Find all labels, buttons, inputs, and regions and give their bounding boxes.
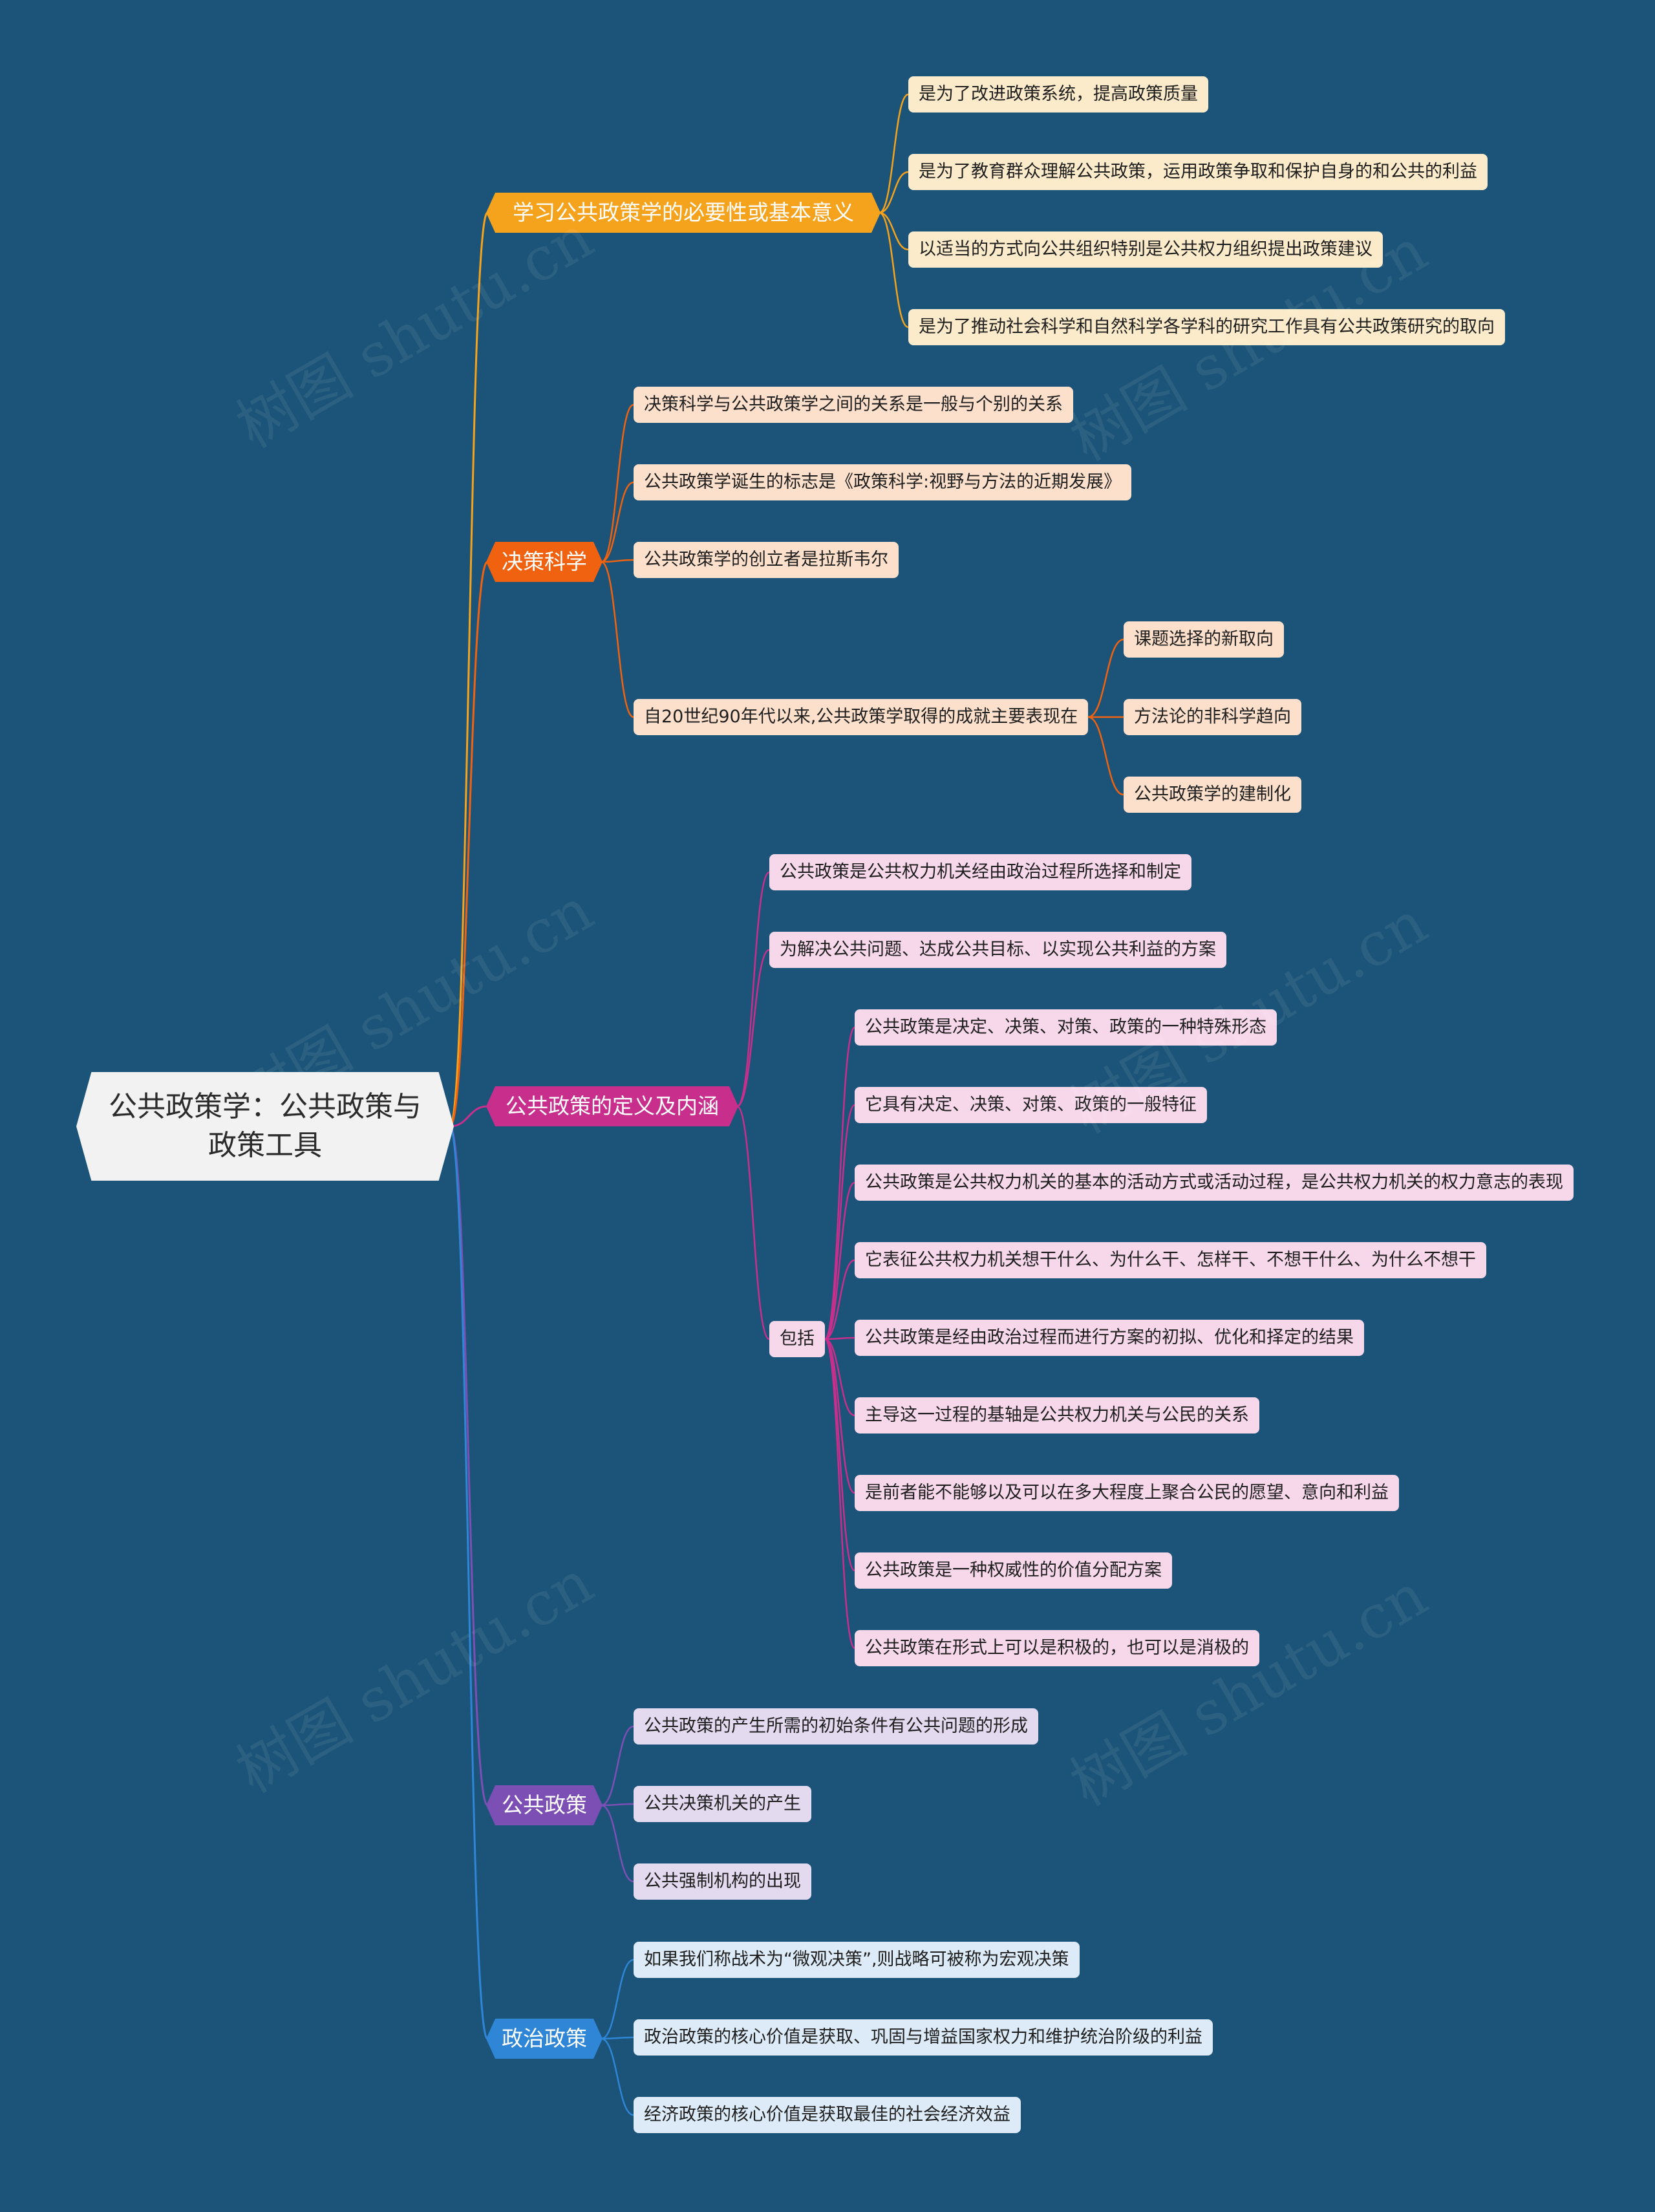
branch-definition[interactable]: 公共政策的定义及内涵 [486,1086,738,1126]
leaf-decision-2[interactable]: 公共政策学诞生的标志是《政策科学:视野与方法的近期发展》 [634,464,1132,500]
connector-line [449,211,489,1128]
connector-line [736,949,770,1108]
branch-political-policy[interactable]: 政治政策 [486,2019,603,2059]
leaf-decision-3[interactable]: 公共政策学的创立者是拉斯韦尔 [634,542,899,578]
connector-line [736,1105,770,1340]
connector-line [601,2036,634,2040]
leaf-includes-7[interactable]: 是前者能不能够以及可以在多大程度上聚合公民的愿望、意向和利益 [855,1475,1399,1511]
connector-line [601,559,634,563]
connector-line [879,211,909,251]
connector-line [824,1338,855,1494]
connector-line [449,1125,489,1807]
connector-line [1087,638,1124,718]
leaf-decision-4[interactable]: 自20世纪90年代以来,公共政策学取得的成就主要表现在 [634,699,1089,735]
leaf-necessity-2[interactable]: 是为了教育群众理解公共政策，运用政策争取和保护自身的和公共的利益 [908,154,1488,190]
connector-line [879,171,909,214]
connector-line [736,871,770,1108]
leaf-includes-9[interactable]: 公共政策在形式上可以是积极的，也可以是消极的 [855,1630,1259,1666]
connector-line [601,1803,634,1807]
connector-line [824,1259,855,1340]
leaf-includes-4[interactable]: 它表征公共权力机关想干什么、为什么干、怎样干、不想干什么、为什么不想干 [855,1242,1486,1278]
leaf-public-3[interactable]: 公共强制机构的出现 [634,1863,811,1900]
leaf-political-1[interactable]: 如果我们称战术为“微观决策”,则战略可被称为宏观决策 [634,1942,1080,1978]
leaf-decision-4-3[interactable]: 公共政策学的建制化 [1124,777,1301,813]
connector-line [824,1026,856,1340]
root-topic-line1: 公共政策学：公共政策与 [109,1090,422,1123]
leaf-definition-1[interactable]: 公共政策是公共权力机关经由政治过程所选择和制定 [769,854,1191,890]
leaf-includes-2[interactable]: 它具有决定、决策、对策、政策的一般特征 [855,1087,1207,1123]
leaf-includes-5[interactable]: 公共政策是经由政治过程而进行方案的初拟、优化和择定的结果 [855,1320,1364,1356]
root-topic[interactable]: 公共政策学：公共政策与 政策工具 [76,1072,454,1181]
connector-line [879,211,909,328]
connector-line [879,93,909,214]
leaf-decision-1[interactable]: 决策科学与公共政策学之间的关系是一般与个别的关系 [634,387,1073,423]
connector-line [601,561,634,718]
connector-line [1087,716,1124,796]
connector-line [824,1338,856,1649]
connector-line [601,1959,634,2040]
connector-line [449,561,489,1128]
leaf-includes-3[interactable]: 公共政策是公共权力机关的基本的活动方式或活动过程，是公共权力机关的权力意志的表现 [855,1165,1574,1201]
root-topic-line2: 政策工具 [208,1129,322,1162]
connector-line [824,1181,855,1340]
branch-decision-science[interactable]: 决策科学 [486,542,603,582]
connector-line [824,1338,855,1417]
leaf-political-2[interactable]: 政治政策的核心价值是获取、巩固与增益国家权力和维护统治阶级的利益 [634,2019,1213,2056]
leaf-includes-6[interactable]: 主导这一过程的基轴是公共权力机关与公民的关系 [855,1397,1259,1434]
connector-line [449,1125,489,2040]
connector-line [824,1104,856,1340]
connector-line [601,481,634,563]
connector-line [601,2037,634,2116]
leaf-decision-4-2[interactable]: 方法论的非科学趋向 [1124,699,1301,735]
connector-line [601,1804,634,1883]
branch-necessity[interactable]: 学习公共政策学的必要性或基本意义 [486,193,881,233]
leaf-decision-4-1[interactable]: 课题选择的新取向 [1124,621,1284,658]
leaf-includes-1[interactable]: 公共政策是决定、决策、对策、政策的一种特殊形态 [855,1009,1277,1046]
leaf-political-3[interactable]: 经济政策的核心价值是获取最佳的社会经济效益 [634,2097,1021,2133]
leaf-public-1[interactable]: 公共政策的产生所需的初始条件有公共问题的形成 [634,1708,1038,1745]
branch-public-policy[interactable]: 公共政策 [486,1785,603,1825]
leaf-necessity-1[interactable]: 是为了改进政策系统，提高政策质量 [908,76,1208,113]
leaf-public-2[interactable]: 公共决策机关的产生 [634,1786,811,1822]
connector-line [449,1105,488,1128]
leaf-definition-2[interactable]: 为解决公共问题、达成公共目标、以实现公共利益的方案 [769,932,1226,968]
leaf-necessity-3[interactable]: 以适当的方式向公共组织特别是公共权力组织提出政策建议 [908,231,1383,268]
leaf-includes-8[interactable]: 公共政策是一种权威性的价值分配方案 [855,1552,1172,1589]
leaf-necessity-4[interactable]: 是为了推动社会科学和自然科学各学科的研究工作具有公共政策研究的取向 [908,309,1505,345]
leaf-includes[interactable]: 包括 [769,1321,825,1357]
connector-line [601,403,634,563]
connector-line [601,1725,634,1807]
connector-line [824,1337,855,1340]
